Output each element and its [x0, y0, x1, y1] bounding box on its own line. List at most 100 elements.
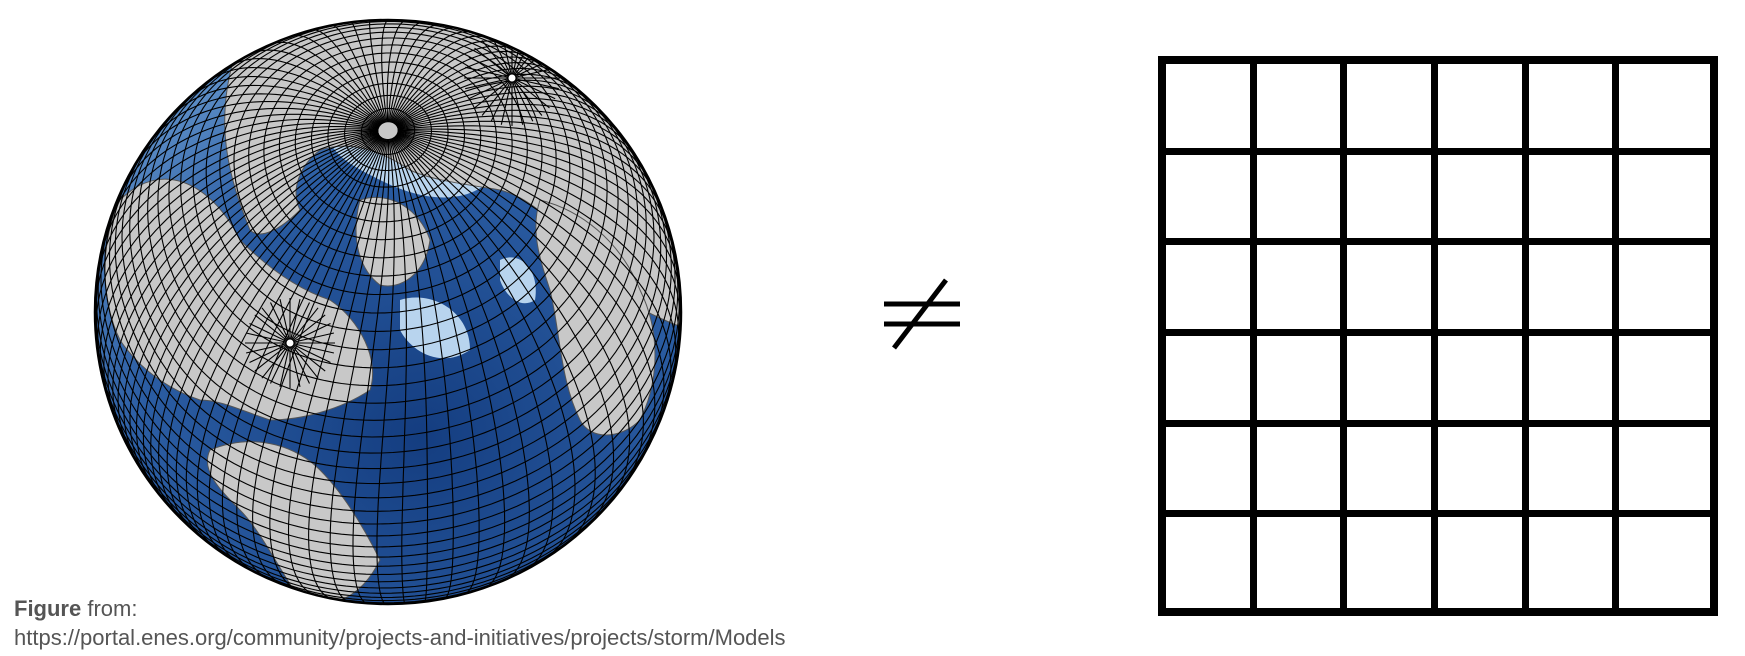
mesh-pole-west: [289, 342, 326, 372]
regular-square-grid: [1158, 56, 1718, 616]
mesh-parallel: [157, 48, 619, 404]
mesh-parallel: [205, 23, 571, 332]
mesh-parallel: [310, 71, 466, 205]
mesh-meridian: [387, 21, 425, 123]
mesh-meridian: [395, 85, 606, 127]
mesh-pole-west: [261, 342, 291, 379]
mesh-parallel: [360, 107, 416, 155]
grid-cell: [1166, 154, 1257, 246]
mesh-meridian: [394, 67, 572, 125]
mesh-pole-north: [511, 77, 556, 100]
mesh-meridian: [95, 125, 379, 304]
mesh-meridian: [396, 133, 665, 435]
mesh-meridian: [129, 133, 380, 477]
mesh-meridian: [381, 20, 389, 123]
mesh-parallel: [108, 169, 668, 499]
mesh-parallel: [137, 458, 641, 594]
grid-cell: [1257, 517, 1348, 608]
mesh-parallel: [108, 393, 669, 583]
grid-cell: [1256, 335, 1348, 427]
grid-cell: [1347, 64, 1438, 155]
grid-cell: [1437, 245, 1529, 336]
mesh-meridian: [391, 40, 508, 124]
mesh-parallel: [294, 61, 482, 223]
mesh-meridian: [397, 115, 649, 180]
grid-cell: [1438, 517, 1529, 608]
grid-cell: [1619, 155, 1710, 246]
mesh-parallel: [327, 82, 449, 188]
mesh-pole-west-center: [285, 338, 295, 348]
grid-cell: [1347, 154, 1438, 246]
not-equal-icon: [884, 278, 960, 350]
grid-cell: [1347, 517, 1438, 608]
grid-cell: [1347, 245, 1438, 336]
grid-cell: [1256, 154, 1348, 246]
mesh-meridian: [390, 138, 454, 600]
mesh-meridian: [396, 134, 656, 458]
mesh-meridian: [396, 133, 672, 405]
mesh-parallel: [97, 251, 679, 537]
grid-cell: [1619, 336, 1710, 427]
grid-cell: [1528, 335, 1620, 427]
mesh-pole-west: [289, 298, 301, 344]
mesh-pole-north: [465, 66, 513, 79]
mesh-meridian: [392, 45, 520, 124]
mesh-meridian: [397, 130, 678, 271]
mesh-pole-north: [481, 77, 513, 116]
mesh-pole-west: [245, 342, 291, 354]
mesh-parallel: [129, 100, 647, 454]
grid-cell: [1166, 245, 1257, 336]
mesh-pole-north: [511, 77, 559, 90]
grid-cell: [1166, 426, 1257, 518]
mesh-meridian: [206, 67, 382, 126]
mesh-pole-west: [270, 342, 291, 384]
mesh-pole-west: [289, 342, 301, 388]
mesh-pole-west: [261, 307, 291, 344]
mesh-pole-north: [511, 77, 534, 122]
mesh-pole-west: [254, 314, 291, 344]
mesh-parallel: [344, 94, 432, 172]
mesh-pole-west: [289, 342, 331, 363]
shallow-ocean-region: [400, 297, 470, 359]
mesh-pole-west: [289, 342, 310, 384]
mesh-meridian: [392, 137, 506, 589]
mesh-pole-west: [249, 323, 291, 344]
mesh-parallel: [121, 121, 655, 470]
mesh-pole-west: [245, 332, 291, 344]
caption-from-label: from:: [81, 596, 138, 621]
mesh-pole-north: [490, 34, 513, 79]
figure-caption: Figure from: https://portal.enes.org/com…: [14, 594, 786, 652]
mesh-meridian: [107, 131, 379, 417]
mesh-pole-north: [468, 56, 513, 79]
mesh-meridian: [95, 128, 379, 332]
mesh-pole-west: [289, 342, 319, 379]
grid-cell: [1256, 245, 1348, 336]
mesh-parallel: [114, 144, 662, 485]
shallow-ocean-region: [500, 257, 536, 304]
mesh-meridian: [158, 135, 381, 521]
grid-cell: [1528, 426, 1620, 518]
grid-cell: [1528, 64, 1620, 155]
mesh-parallel: [219, 26, 557, 314]
mesh-pole-north: [481, 40, 513, 79]
mesh-meridian: [396, 91, 616, 129]
mesh-meridian: [221, 137, 384, 573]
mesh-meridian: [97, 129, 379, 353]
mesh-parallel: [248, 37, 528, 277]
mesh-pole-north: [465, 77, 513, 90]
mesh-meridian: [397, 125, 663, 211]
mesh-parallel: [100, 223, 676, 525]
mesh-meridian: [397, 130, 681, 299]
grid-cell: [1529, 517, 1620, 608]
mesh-meridian: [352, 138, 390, 604]
mesh-meridian: [103, 130, 379, 399]
land-mass: [355, 196, 431, 287]
mesh-parallel: [180, 20, 596, 369]
mesh-pole-west: [289, 302, 310, 344]
mesh-pole-west: [249, 342, 291, 363]
mesh-meridian: [117, 132, 379, 446]
mesh-pole-west: [270, 302, 291, 344]
grid-cell: [1347, 335, 1438, 427]
mesh-meridian: [393, 136, 576, 558]
grid-cell: [1166, 517, 1257, 608]
